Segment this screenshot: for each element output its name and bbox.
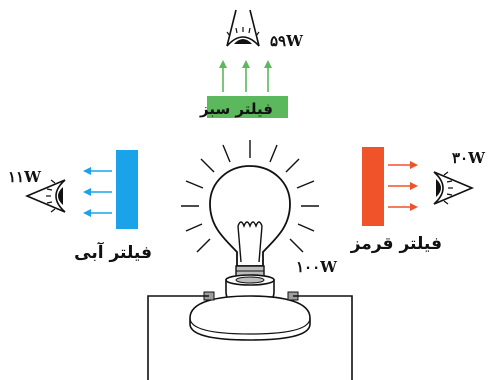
red-filter-group: فیلتر قرمز — [350, 147, 442, 254]
eye-icon — [24, 179, 66, 213]
blue-filter-label: فیلتر آبی — [74, 241, 152, 263]
red-filter — [362, 147, 384, 226]
green-filter — [207, 96, 288, 118]
circuit-wires — [147, 295, 353, 380]
eye-icon — [433, 171, 475, 205]
blue-filter-group: فیلتر آبی — [74, 150, 152, 263]
lamp-socket — [189, 274, 311, 341]
green-filter-label: فیلتر سبز — [199, 100, 273, 118]
bulb-filament — [237, 221, 263, 263]
bulb-rays — [181, 140, 319, 253]
red-power-label: ۳۰W — [452, 149, 486, 167]
green-filter-group: فیلتر سبز — [199, 60, 288, 118]
blue-filter — [116, 150, 138, 229]
blue-power-label: ۱۱W — [8, 168, 42, 186]
bulb-power-label: ۱۰۰W — [296, 258, 338, 276]
eye-icon — [226, 9, 260, 47]
green-power-label: ۵۹W — [270, 32, 304, 50]
red-filter-label: فیلتر قرمز — [350, 234, 442, 254]
bulb-glass — [209, 165, 291, 267]
